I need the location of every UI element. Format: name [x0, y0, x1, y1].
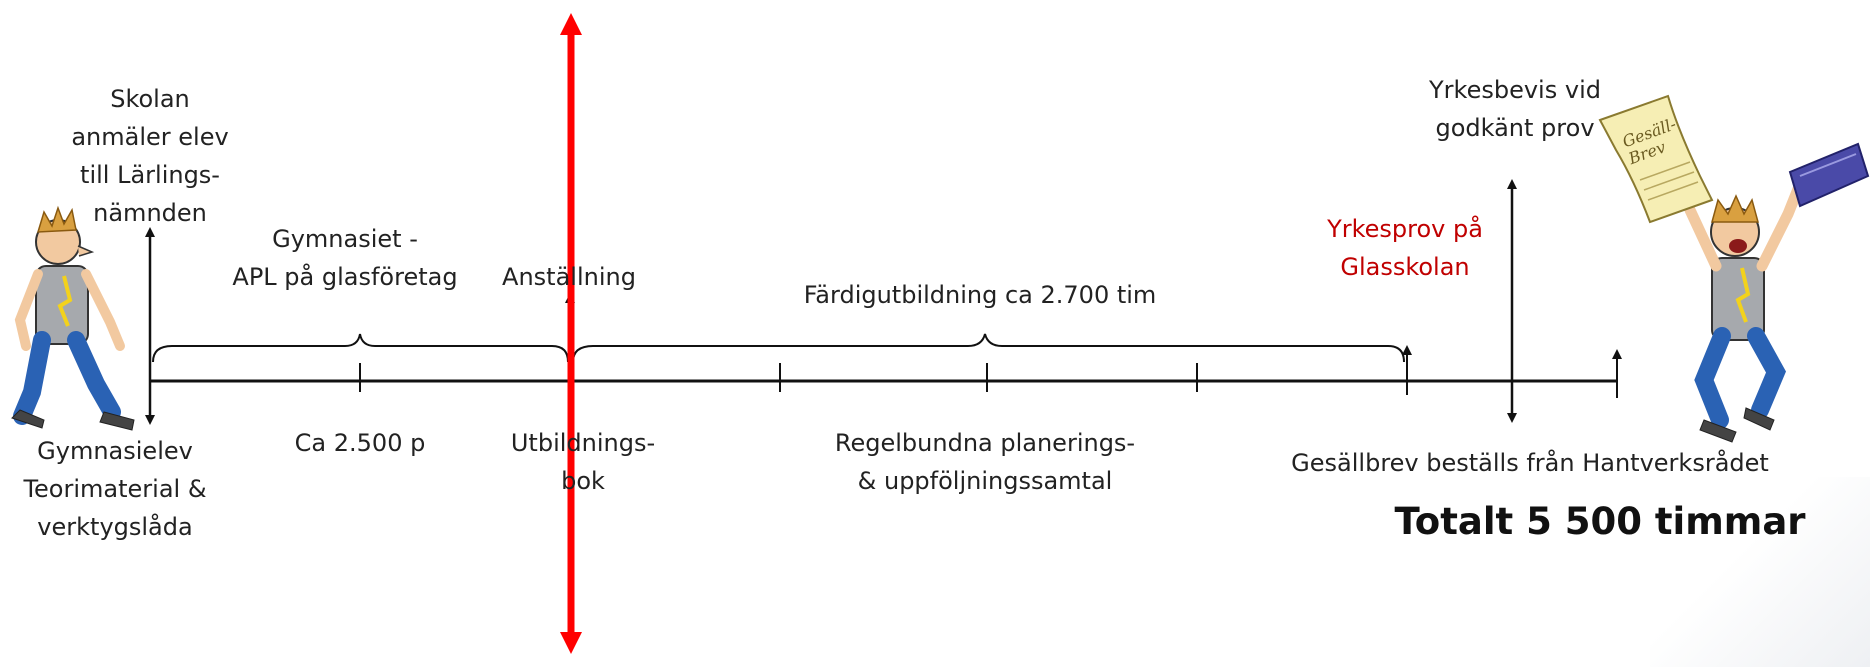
corner-shading [1650, 477, 1870, 667]
label-ca2500: Ca 2.500 p [294, 429, 426, 457]
label-yrkesbevis: Yrkesbevis vid godkänt prov [1429, 76, 1601, 142]
label-gymnasiet: Gymnasiet - APL på glasföretag [232, 225, 458, 291]
walking-person-icon [11, 205, 135, 431]
celebrating-person-icon [1676, 174, 1806, 443]
label-regelbundna: Regelbundna planerings- & uppföljningssa… [834, 429, 1136, 495]
timeline-ticks [359, 363, 1198, 392]
booklet-icon [1788, 142, 1870, 208]
label-skolan: Skolan anmäler elev till Lärlings- nämnd… [71, 85, 229, 227]
label-gesallbrev: Gesällbrev beställs från Hantverksrådet [1291, 449, 1769, 477]
certificate-icon [1598, 94, 1714, 224]
label-fardigutbildning: Färdigutbildning ca 2.700 tim [803, 281, 1157, 309]
label-anstallning: Anställning [502, 263, 636, 291]
label-gymnasielev: Gymnasielev Teorimaterial & verktygslåda [23, 437, 207, 541]
label-yrkesprov: Yrkesprov på Glasskolan [1327, 215, 1483, 281]
label-utbildningsbok: Utbildnings- bok [510, 429, 656, 495]
brace-fardigutbildning [572, 333, 1405, 363]
brace-gymnasiet [152, 333, 569, 363]
label-totalt: Totalt 5 500 timmar [1394, 500, 1806, 543]
